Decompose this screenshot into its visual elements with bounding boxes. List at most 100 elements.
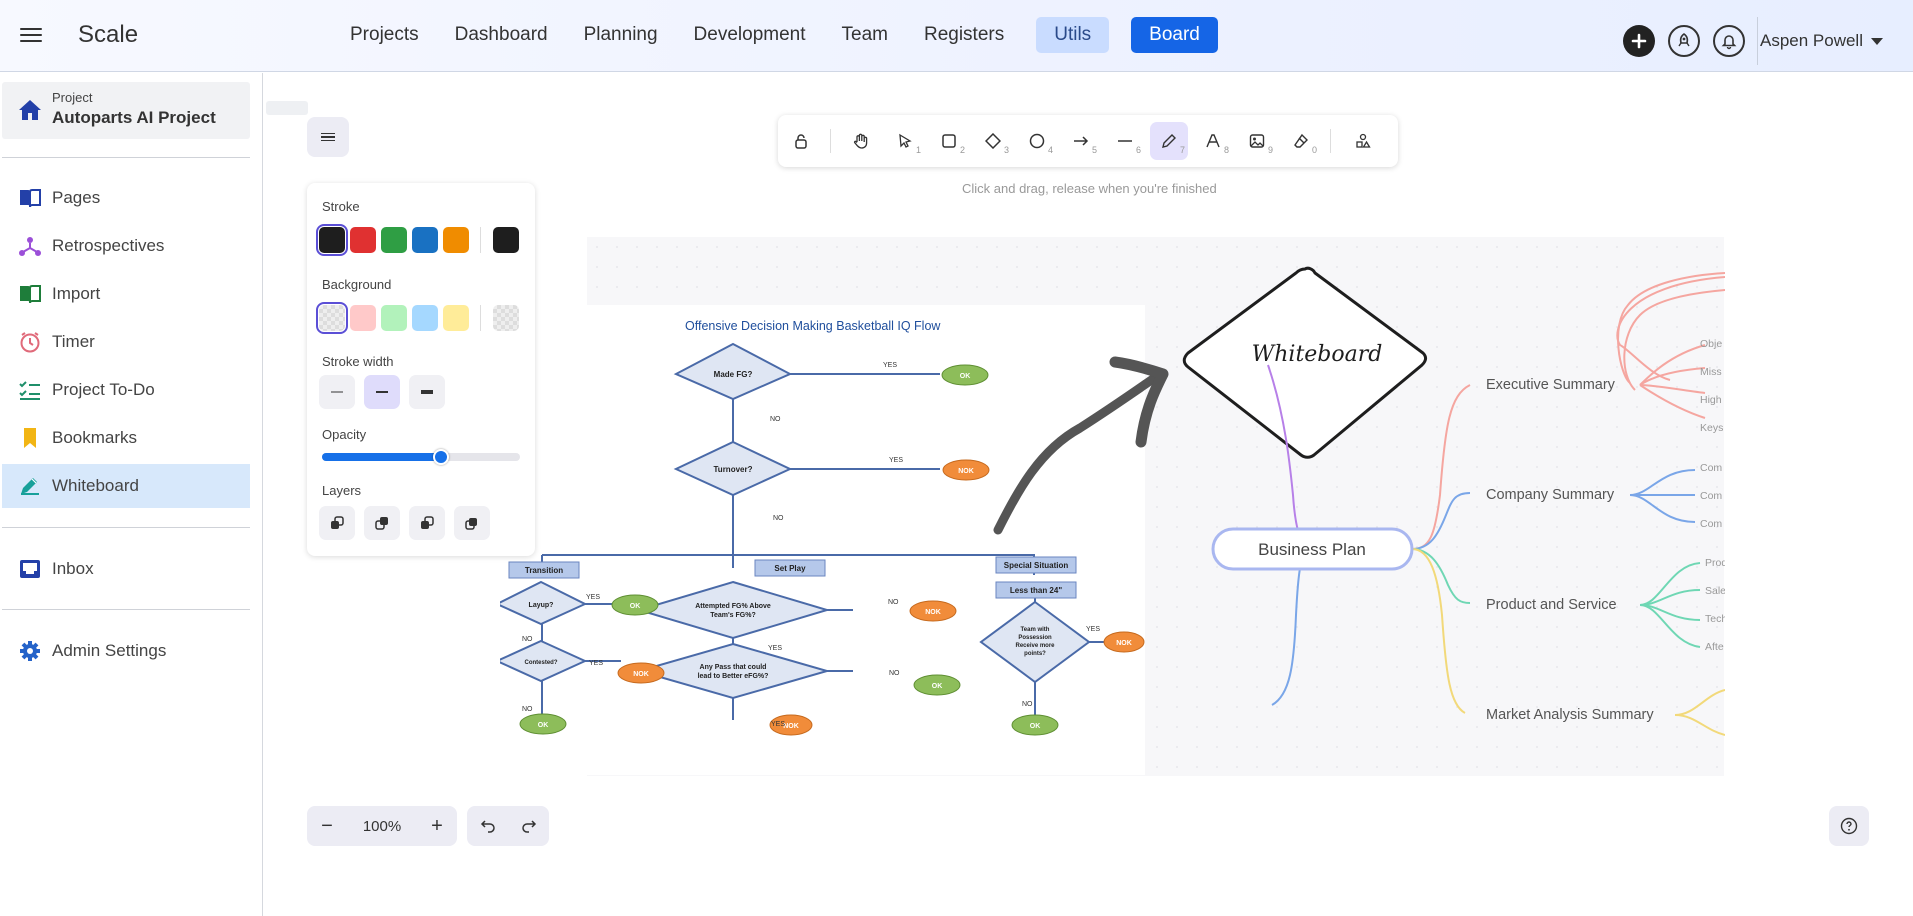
toolbar-hint: Click and drag, release when you're fini…: [962, 181, 1217, 196]
opacity-slider[interactable]: [322, 449, 520, 465]
sidebar-item-retrospectives[interactable]: Retrospectives: [2, 224, 250, 268]
project-label: Project: [52, 90, 93, 105]
user-menu[interactable]: Aspen Powell: [1758, 31, 1883, 51]
freehand-arrow-drawing[interactable]: [980, 350, 1180, 550]
shapes-icon[interactable]: [1344, 122, 1382, 160]
branch-company-summary[interactable]: Company Summary: [1486, 487, 1615, 503]
team-text-4: points?: [1024, 651, 1046, 657]
exec-sub-item: High: [1700, 394, 1722, 406]
whiteboard-icon: [21, 478, 39, 495]
connector-line: [1271, 548, 1313, 706]
ellipse-icon[interactable]: 4: [1018, 122, 1056, 160]
background-yellow[interactable]: [443, 305, 469, 331]
flowchart-image[interactable]: Offensive Decision Making Basketball IQ …: [500, 305, 1150, 775]
sidebar-item-timer[interactable]: Timer: [2, 320, 250, 364]
image-icon[interactable]: 9: [1238, 122, 1276, 160]
home-icon: [19, 100, 41, 120]
no-label: NO: [522, 636, 533, 643]
company-sub-item: Com: [1700, 490, 1722, 502]
stroke-color-current[interactable]: [493, 227, 519, 253]
sidebar-item-whiteboard[interactable]: Whiteboard: [2, 464, 250, 508]
yes-label: YES: [586, 594, 600, 601]
nav-projects[interactable]: Projects: [350, 24, 419, 45]
nav-development[interactable]: Development: [693, 24, 806, 45]
sidebar-item-inbox[interactable]: Inbox: [2, 547, 250, 591]
connector-line: [1411, 548, 1466, 714]
book-icon: [20, 189, 41, 208]
stroke-width-bold[interactable]: [364, 375, 400, 409]
branch-executive-summary[interactable]: Executive Summary: [1486, 377, 1616, 393]
zoom-level[interactable]: 100%: [362, 817, 402, 835]
yes-label: YES: [589, 660, 603, 667]
sidebar-item-pages[interactable]: Pages: [2, 176, 250, 220]
project-selector[interactable]: Project Autoparts AI Project: [2, 82, 250, 139]
send-to-back-button[interactable]: [319, 506, 355, 540]
text-icon[interactable]: 8: [1194, 122, 1232, 160]
sidebar-item-label: Pages: [52, 188, 101, 207]
any-pass-text-1: Any Pass that could: [700, 664, 767, 671]
background-blue[interactable]: [412, 305, 438, 331]
background-transparent[interactable]: [316, 302, 348, 334]
stroke-color-blue[interactable]: [412, 227, 438, 253]
nok-text: NOK: [958, 468, 974, 475]
nav-registers[interactable]: Registers: [923, 24, 1005, 45]
stroke-color-red[interactable]: [350, 227, 376, 253]
nav-dashboard[interactable]: Dashboard: [454, 24, 548, 45]
diamond-icon[interactable]: 3: [974, 122, 1012, 160]
send-backward-button[interactable]: [364, 506, 400, 540]
nav-planning[interactable]: Planning: [583, 24, 658, 45]
bring-to-front-button[interactable]: [454, 506, 490, 540]
background-green[interactable]: [381, 305, 407, 331]
brand-name[interactable]: Scale: [78, 21, 139, 48]
scene-overflow-mask: [1724, 237, 1913, 776]
bring-forward-button[interactable]: [409, 506, 445, 540]
sidebar-item-project-todo[interactable]: Project To-Do: [2, 368, 250, 412]
hand-icon[interactable]: [842, 122, 880, 160]
branch-product-service[interactable]: Product and Service: [1486, 597, 1617, 613]
sidebar-item-bookmarks[interactable]: Bookmarks: [2, 416, 250, 460]
background-title: Background: [322, 277, 392, 292]
nok-text: NOK: [633, 671, 649, 678]
bell-icon[interactable]: [1712, 25, 1745, 57]
mind-map[interactable]: Business Plan Executive Summary Company …: [1150, 265, 1725, 765]
eraser-icon[interactable]: 0: [1282, 122, 1320, 160]
canvas-menu-button[interactable]: [307, 117, 349, 157]
zoom-out-button[interactable]: −: [321, 814, 333, 837]
board-button[interactable]: Board: [1131, 17, 1218, 53]
import-icon: [20, 285, 41, 304]
pencil-icon[interactable]: 7: [1150, 122, 1188, 160]
arrow-icon[interactable]: 5: [1062, 122, 1100, 160]
stroke-color-black[interactable]: [316, 224, 348, 256]
branch-market-analysis[interactable]: Market Analysis Summary: [1486, 707, 1654, 723]
business-plan-node[interactable]: [1211, 527, 1414, 571]
redo-icon[interactable]: [510, 807, 548, 845]
undo-icon[interactable]: [469, 807, 507, 845]
stroke-width-extra-bold[interactable]: [409, 375, 445, 409]
yes-label: YES: [771, 721, 785, 728]
no-label: NO: [522, 706, 533, 713]
cursor-icon[interactable]: 1: [886, 122, 924, 160]
lock-icon[interactable]: [782, 122, 820, 160]
hamburger-menu-icon[interactable]: [20, 24, 44, 48]
user-divider: [1756, 17, 1758, 65]
help-icon[interactable]: [1829, 806, 1869, 846]
stroke-color-orange[interactable]: [443, 227, 469, 253]
sidebar-item-admin-settings[interactable]: Admin Settings: [2, 629, 250, 673]
sidebar-item-import[interactable]: Import: [2, 272, 250, 316]
line-icon[interactable]: 6: [1118, 140, 1141, 155]
nav-utils[interactable]: Utils: [1036, 17, 1110, 53]
rocket-icon[interactable]: [1667, 25, 1700, 57]
chevron-down-icon: [1871, 37, 1883, 45]
background-current[interactable]: [493, 305, 519, 331]
less-than-box: [995, 581, 1077, 599]
rectangle-icon[interactable]: 2: [930, 122, 968, 160]
special-situation-text: Special Situation: [1004, 561, 1069, 570]
whiteboard-diamond-shape[interactable]: Whiteboard: [1180, 265, 1430, 465]
nav-team[interactable]: Team: [841, 24, 888, 45]
opacity-slider-thumb[interactable]: [432, 449, 449, 465]
stroke-width-thin[interactable]: [319, 375, 355, 409]
stroke-color-green[interactable]: [381, 227, 407, 253]
background-pink[interactable]: [350, 305, 376, 331]
add-icon[interactable]: [1622, 25, 1655, 57]
zoom-in-button[interactable]: +: [431, 814, 443, 837]
